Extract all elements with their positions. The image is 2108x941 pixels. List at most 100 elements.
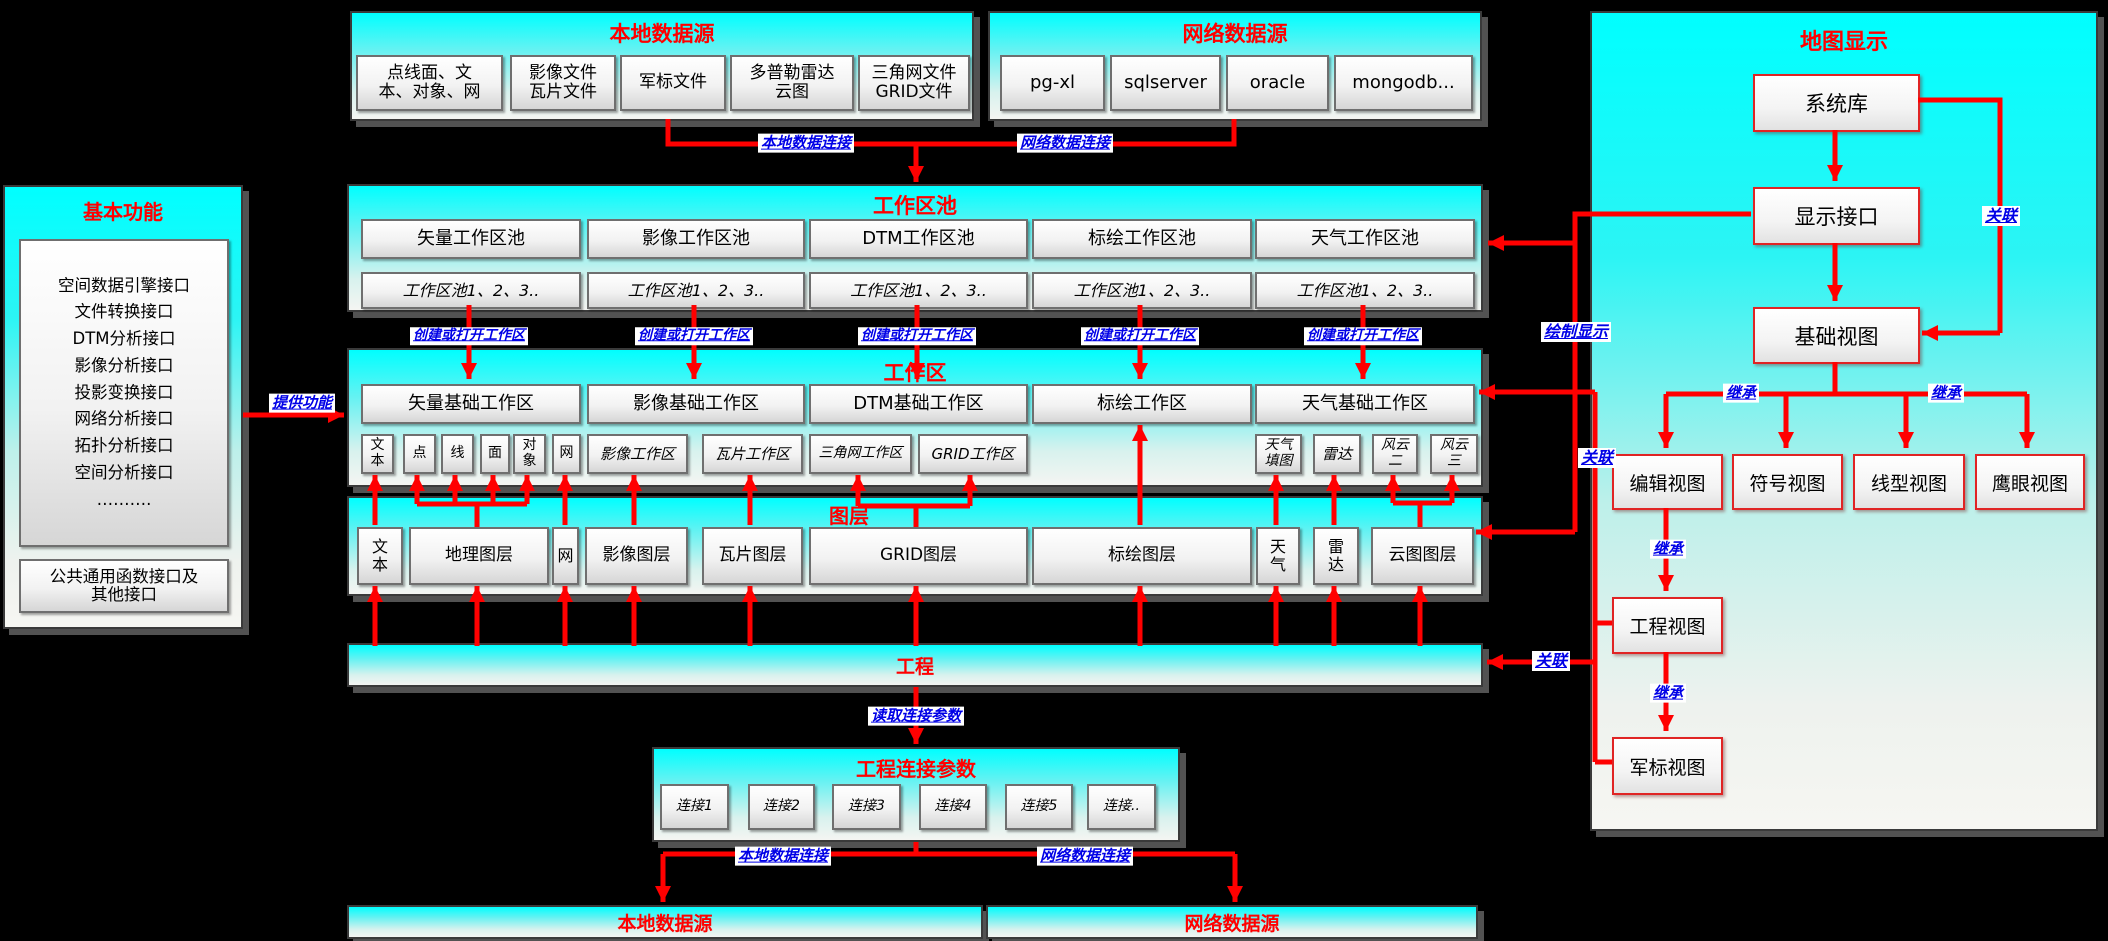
layers-band: 图层 文 本 地理图层 网 影像图层 瓦片图层 GRID图层 标绘图层 天 气 …: [347, 496, 1483, 596]
workspace-title: 工作区: [883, 361, 947, 385]
pool-vector-items: 工作区池1、2、3..: [361, 272, 581, 309]
conn-item-4: 连接4: [919, 784, 987, 830]
bottom-local-datasource: 本地数据源: [347, 905, 983, 939]
layer-radar: 雷 达: [1313, 527, 1359, 585]
conn-params-panel: 工程连接参数 连接1 连接2 连接3 连接4 连接5 连接..: [652, 747, 1180, 842]
edge-label-read-params: 读取连接参数: [867, 706, 965, 726]
pool-vector: 矢量工作区池: [361, 219, 581, 259]
conn-item-5: 连接5: [1005, 784, 1073, 830]
edge-label-inherit-1: 继承: [1722, 383, 1760, 403]
local-item-military: 军标文件: [620, 55, 726, 111]
ws-dtm-base: DTM基础工作区: [809, 384, 1028, 424]
edge-label-create-open-5: 创建或打开工作区: [1304, 327, 1422, 345]
edge-label-create-open-3: 创建或打开工作区: [858, 327, 976, 345]
edge-label-draw-display: 绘制显示: [1540, 322, 1612, 342]
edge-label-provide: 提供功能: [268, 393, 336, 413]
bottom-network-datasource: 网络数据源: [986, 905, 1478, 939]
pool-plot-items: 工作区池1、2、3..: [1032, 272, 1252, 309]
basic-item: 网络分析接口: [74, 409, 174, 429]
layer-plot: 标绘图层: [1032, 527, 1252, 585]
ws-sub-tin: 三角网工作区: [809, 434, 912, 474]
layer-image: 影像图层: [585, 527, 688, 585]
basic-item: 文件转换接口: [74, 302, 174, 322]
pool-plot: 标绘工作区池: [1032, 219, 1252, 259]
ws-sub-object: 对 象: [513, 434, 546, 474]
basic-item: DTM分析接口: [72, 329, 176, 349]
workspace-pool-band: 工作区池 矢量工作区池 影像工作区池 DTM工作区池 标绘工作区池 天气工作区池…: [347, 184, 1483, 312]
edge-label-net-conn-top: 网络数据连接: [1016, 133, 1114, 153]
pool-weather: 天气工作区池: [1255, 219, 1475, 259]
node-edit-view: 编辑视图: [1612, 454, 1723, 510]
network-datasource-panel: 网络数据源 pg-xl sqlserver oracle mongodb...: [988, 11, 1482, 121]
ws-sub-net: 网: [552, 434, 581, 474]
layer-geo: 地理图层: [409, 527, 549, 585]
edge-label-create-open-4: 创建或打开工作区: [1081, 327, 1199, 345]
ws-sub-point: 点: [403, 434, 436, 474]
net-item-sqlserver: sqlserver: [1110, 55, 1221, 111]
pool-dtm-items: 工作区池1、2、3..: [809, 272, 1028, 309]
map-display-title: 地图显示: [1799, 30, 1888, 55]
basic-item: 拓扑分析接口: [74, 436, 174, 456]
conn-item-3: 连接3: [832, 784, 901, 830]
net-item-oracle: oracle: [1226, 55, 1329, 111]
layers-title: 图层: [829, 504, 869, 528]
ws-sub-fy2: 风云 二: [1372, 434, 1418, 474]
node-symbol-view: 符号视图: [1732, 454, 1843, 510]
pool-weather-items: 工作区池1、2、3..: [1255, 272, 1475, 309]
conn-item-more: 连接..: [1087, 784, 1156, 830]
ws-plot: 标绘工作区: [1032, 384, 1252, 424]
basic-item-ellipsis: ……….: [96, 489, 152, 509]
ws-image-base: 影像基础工作区: [587, 384, 805, 424]
ws-sub-radar: 雷达: [1313, 434, 1361, 474]
workspace-band: 工作区 矢量基础工作区 影像基础工作区 DTM基础工作区 标绘工作区 天气基础工…: [347, 348, 1483, 487]
local-item-tin-grid: 三角网文件 GRID文件: [858, 55, 970, 111]
edge-label-local-conn-bottom: 本地数据连接: [734, 846, 832, 866]
layer-tile: 瓦片图层: [702, 527, 803, 585]
layer-weather: 天 气: [1256, 527, 1300, 585]
ws-weather-base: 天气基础工作区: [1255, 384, 1475, 424]
node-project-view: 工程视图: [1612, 597, 1723, 654]
edge-label-assoc-mid: 关联: [1577, 448, 1617, 468]
ws-sub-line: 线: [441, 434, 474, 474]
local-datasource-title: 本地数据源: [609, 22, 715, 46]
basic-item: 投影变换接口: [74, 382, 174, 402]
edge-label-inherit-4: 继承: [1649, 683, 1687, 703]
node-linetype-view: 线型视图: [1853, 454, 1965, 510]
node-eagle-eye-view: 鹰眼视图: [1975, 454, 2085, 510]
ws-sub-grid: GRID工作区: [918, 434, 1028, 474]
edge-label-inherit-3: 继承: [1649, 539, 1687, 559]
edge-label-create-open-1: 创建或打开工作区: [410, 327, 528, 345]
basic-functions-footer: 公共通用函数接口及 其他接口: [19, 559, 229, 613]
edge-label-assoc-project: 关联: [1531, 651, 1571, 671]
pool-image-items: 工作区池1、2、3..: [587, 272, 805, 309]
edge-label-assoc-right: 关联: [1981, 206, 2021, 226]
layer-net: 网: [552, 527, 579, 585]
project-band: 工程: [347, 643, 1483, 687]
layer-cloud: 云图图层: [1371, 527, 1474, 585]
local-item-doppler: 多普勒雷达 云图: [730, 55, 854, 111]
ws-sub-text: 文 本: [361, 434, 394, 474]
node-display-interface: 显示接口: [1753, 187, 1920, 245]
basic-item: 空间分析接口: [74, 462, 174, 482]
local-item-vector: 点线面、文 本、对象、网: [356, 55, 503, 111]
bottom-local-title: 本地数据源: [617, 912, 713, 935]
ws-sub-weathermap: 天气 填图: [1255, 434, 1302, 474]
node-base-view: 基础视图: [1753, 307, 1920, 364]
conn-item-1: 连接1: [660, 784, 729, 830]
conn-item-2: 连接2: [748, 784, 815, 830]
ws-sub-fy3: 风云 三: [1430, 434, 1478, 474]
network-datasource-title: 网络数据源: [1182, 22, 1288, 46]
ws-sub-tile: 瓦片工作区: [702, 434, 803, 474]
local-item-image-tile: 影像文件 瓦片文件: [510, 55, 616, 111]
project-title: 工程: [895, 655, 934, 678]
conn-params-title: 工程连接参数: [856, 757, 976, 781]
basic-item: 空间数据引擎接口: [58, 275, 190, 295]
pool-image: 影像工作区池: [587, 219, 805, 259]
edge-label-inherit-2: 继承: [1927, 383, 1965, 403]
basic-functions-list: 空间数据引擎接口 文件转换接口 DTM分析接口 影像分析接口 投影变换接口 网络…: [19, 239, 229, 547]
workspace-pool-title: 工作区池: [873, 194, 957, 218]
ws-vector-base: 矢量基础工作区: [361, 384, 581, 424]
edge-label-local-conn-top: 本地数据连接: [757, 133, 855, 153]
node-military-view: 军标视图: [1612, 737, 1723, 795]
